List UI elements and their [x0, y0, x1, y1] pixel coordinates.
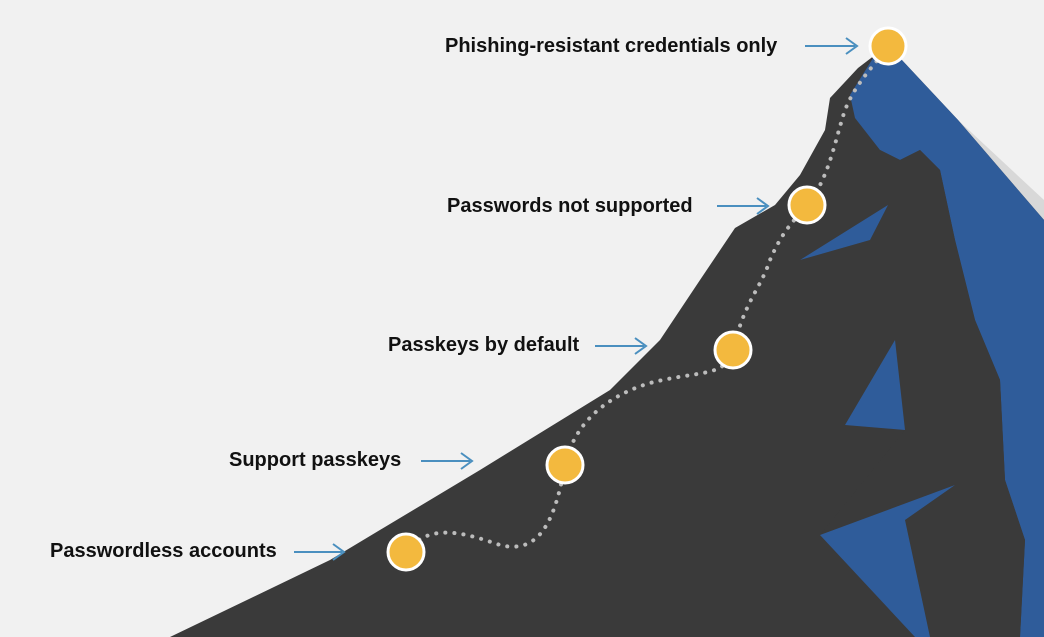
mountain-blue-sliver-lower — [820, 485, 955, 637]
arrow-phishing-resistant — [805, 37, 859, 55]
mountain-blue-sliver-middle — [845, 340, 905, 430]
node-passwordless-accounts — [386, 532, 426, 572]
node-passkeys-by-default — [713, 330, 753, 370]
step-nodes — [386, 26, 908, 572]
arrow-support-passkeys — [421, 452, 474, 470]
arrow-passwords-not-supported — [717, 197, 770, 215]
mountain-blue-sliver-upper — [800, 205, 888, 260]
label-passwordless-accounts: Passwordless accounts — [50, 540, 277, 562]
label-phishing-resistant: Phishing-resistant credentials only — [445, 35, 778, 57]
node-phishing-resistant — [868, 26, 908, 66]
label-support-passkeys: Support passkeys — [229, 449, 402, 471]
climbing-path — [404, 45, 890, 554]
node-support-passkeys — [545, 445, 585, 485]
node-passwords-not-supported — [787, 185, 827, 225]
mountain-ridge-inlet — [800, 150, 1025, 637]
arrow-passkeys-by-default — [595, 337, 648, 355]
label-passwords-not-supported: Passwords not supported — [447, 195, 693, 217]
mountain-blue-face — [850, 55, 1044, 637]
arrow-passwordless-accounts — [294, 543, 346, 561]
label-passkeys-by-default: Passkeys by default — [388, 334, 580, 356]
